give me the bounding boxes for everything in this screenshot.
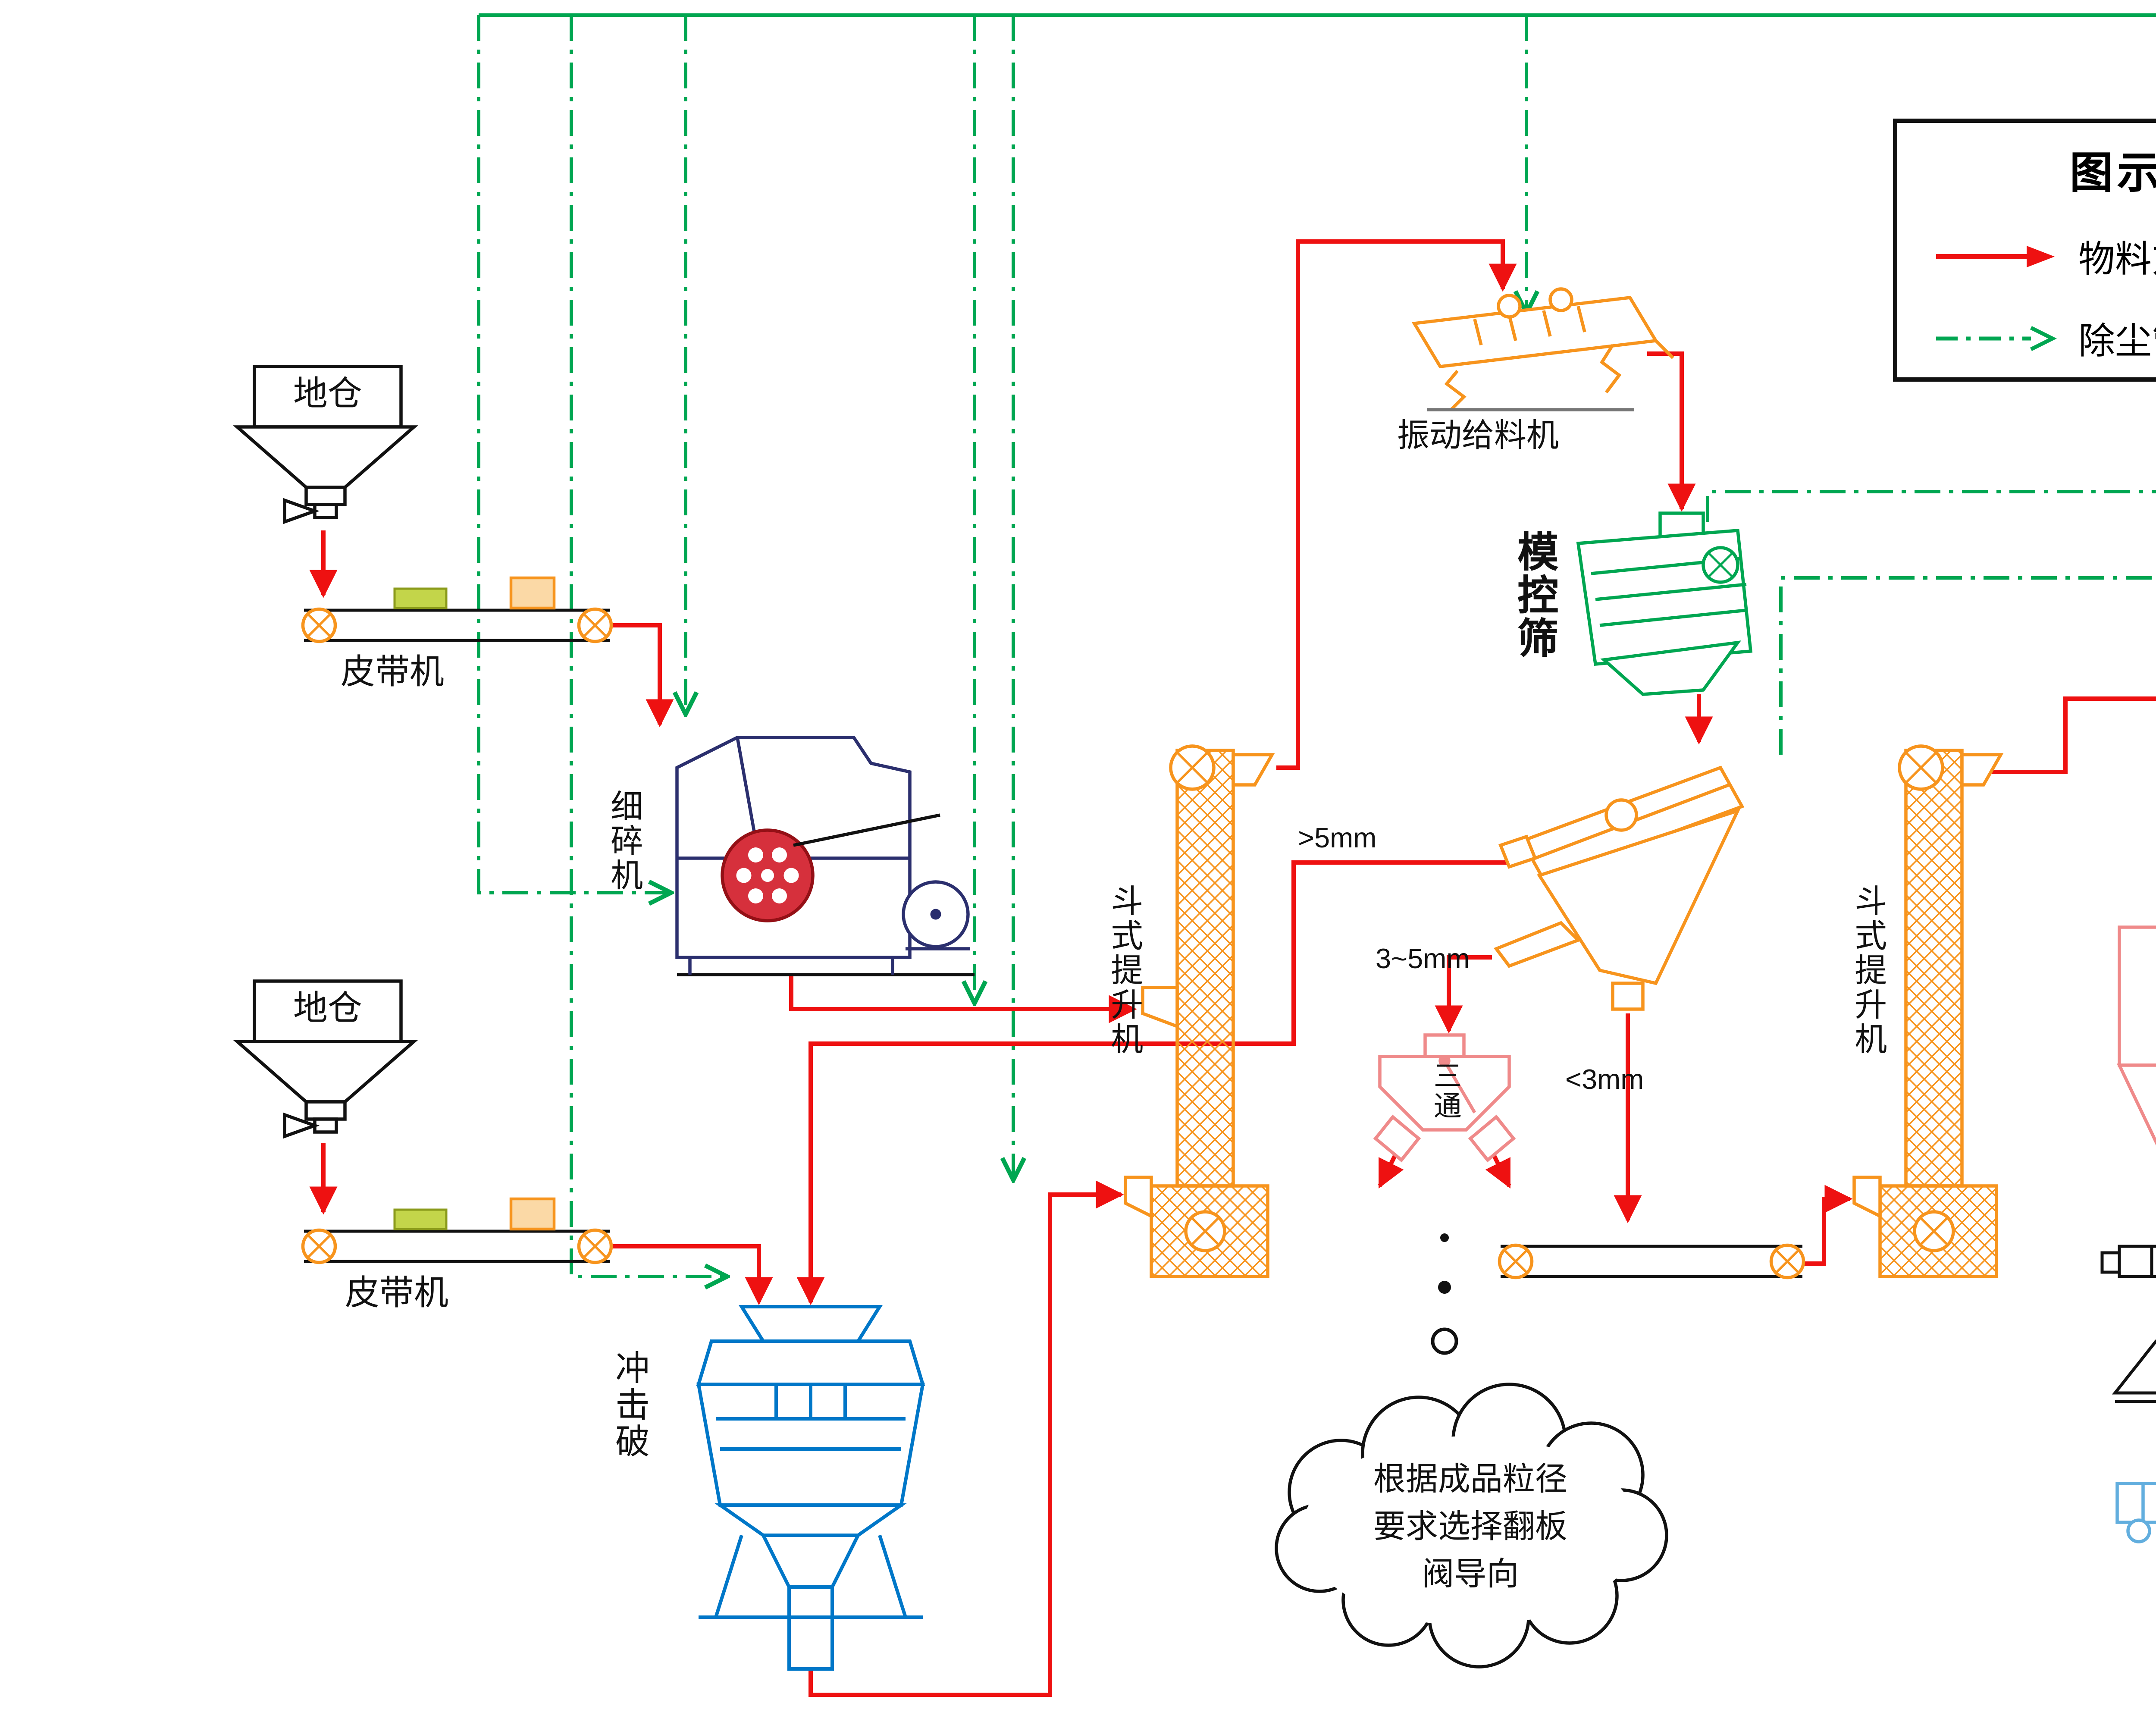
feeder-label: 振动给料机 (1397, 418, 1559, 455)
hopper1-label: 地仓 (293, 377, 362, 414)
material-flow-arrow-icon (1936, 245, 2055, 267)
flow-belt3-to-elevator2 (1794, 1185, 1853, 1266)
dust-pipeline-line-icon (1936, 325, 2057, 350)
belt1-label: 皮带机 (341, 656, 445, 692)
dust-branch-screen (1779, 576, 2156, 755)
flow-elevator1-to-feeder (1276, 239, 1517, 770)
belt1-material-orange (509, 576, 556, 610)
hopper2-label: 地仓 (293, 992, 362, 1029)
ground-hopper-1 (233, 365, 418, 524)
impact-crusher-label: 冲击破 (608, 1350, 646, 1460)
dust-main-header (479, 13, 2156, 17)
dust-drop-fine-crusher (477, 15, 668, 893)
flow-fine-crusher-to-elevator1 (789, 975, 1137, 1023)
bucket-elevator-1 (1124, 744, 1275, 1278)
loading-chute-1 (2100, 1245, 2156, 1403)
dust-drop-impact-crusher (570, 15, 724, 1276)
flow-tee1-out-left (1378, 1150, 1404, 1189)
tee-valve-1 (1373, 1033, 1516, 1163)
bucket-elevator-2 (1852, 744, 2004, 1278)
midsize-label: 3~5mm (1376, 942, 1470, 975)
impact-crusher (696, 1305, 925, 1671)
legend: 图示 物料方向 除尘管路 (1893, 119, 2156, 382)
cloud-note: 根据成品粒径要求选择翻板阀导向 (1373, 1462, 1567, 1593)
fines-label: <3mm (1565, 1063, 1644, 1095)
material-flow-lines (309, 239, 2156, 1697)
screen-oversize-outlet (1498, 834, 1537, 869)
belt-conveyor-1 (301, 576, 613, 643)
flow-impact-crusher-to-elevator1 (808, 1180, 1124, 1697)
elevator1-boot-inlet (1124, 1176, 1153, 1219)
fine-crusher-label: 细碎机 (606, 789, 643, 893)
oversize-label: >5mm (1298, 822, 1377, 854)
vibrating-feeder (1411, 287, 1674, 411)
flow-tee1-out-right (1485, 1150, 1511, 1189)
ground-hopper-2 (233, 979, 418, 1139)
belt2-material-green (393, 1208, 448, 1230)
elevator1-mid-inlet (1141, 986, 1179, 1029)
elevator2-boot-inlet (1852, 1176, 1882, 1219)
flow-midsize-to-tee1 (1435, 955, 1492, 1034)
belt-conveyor-2 (301, 1197, 613, 1264)
cloud-callout (1275, 1383, 1668, 1669)
tee1-alternative-dots (1431, 1233, 1458, 1355)
flow-belt1-to-fine-crusher (610, 623, 674, 728)
product-silo-1 (2117, 925, 2156, 1146)
dust-pipeline-lines (477, 13, 2156, 1276)
flow-belt2-to-impact-crusher (610, 1244, 773, 1305)
truck-1 (2115, 1482, 2156, 1543)
legend-row-material: 物料方向 (1897, 229, 2156, 282)
tee1-label: 三通 (1429, 1061, 1462, 1121)
elevator1-label: 斗式提升机 (1106, 884, 1144, 1057)
belt2-material-orange (509, 1197, 556, 1231)
elevator2-label: 斗式提升机 (1850, 884, 1887, 1057)
flow-oversize-return (796, 860, 1514, 1305)
legend-row-dust: 除尘管路 (1897, 310, 2156, 364)
screen-midsize-outlet (1494, 921, 1581, 968)
grading-screen (1494, 765, 1745, 1011)
fine-crusher (675, 736, 975, 976)
legend-title: 图示 (2070, 151, 2156, 198)
flow-elevator2-to-tee2 (1988, 696, 2156, 774)
control-screen (1576, 511, 1753, 696)
legend-dust-label: 除尘管路 (2078, 321, 2156, 362)
belt2-label: 皮带机 (345, 1276, 449, 1313)
control-screen-label: 模控筛 (1511, 530, 1557, 660)
belt1-material-green (393, 587, 448, 609)
dust-branch-control-screen (1706, 490, 2156, 522)
legend-material-label: 物料方向 (2078, 239, 2156, 280)
belt-conveyor-3 (1498, 1243, 1805, 1280)
flow-feeder-to-control-screen (1647, 351, 1696, 512)
